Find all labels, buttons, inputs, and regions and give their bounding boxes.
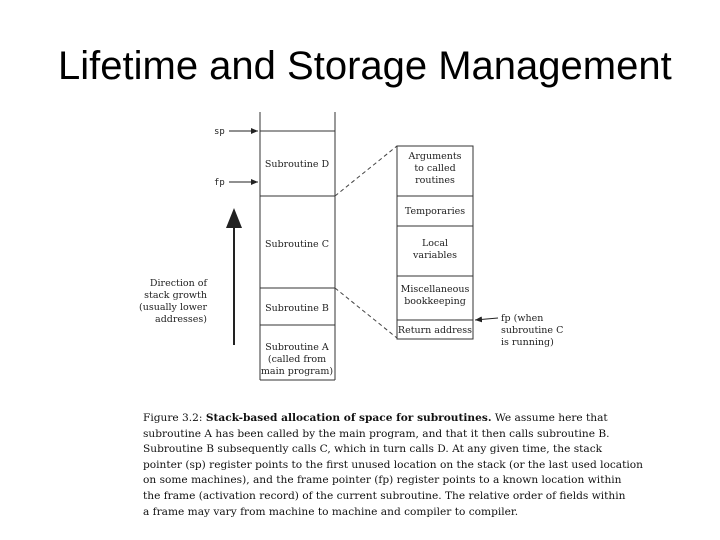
caption-line-2: subroutine A has been called by the main… — [143, 427, 610, 440]
fp-note-1: fp (when — [501, 313, 543, 324]
slide-title: Lifetime and Storage Management — [58, 44, 672, 88]
field-locals-1: Local — [422, 238, 448, 249]
fp-note-2: subroutine C — [501, 325, 563, 336]
activation-record — [396, 145, 474, 340]
frame-label-a-line2: (called from — [268, 354, 326, 365]
growth-label-4: addresses) — [155, 314, 207, 325]
field-return-address: Return address — [398, 325, 472, 336]
field-arguments-3: routines — [415, 175, 455, 186]
frame-connector-bottom — [334, 287, 398, 339]
field-arguments-2: to called — [414, 163, 455, 174]
frame-label-d: Subroutine D — [265, 159, 330, 170]
caption-line-4: pointer (sp) register points to the firs… — [143, 458, 643, 471]
sp-label: sp — [214, 127, 225, 137]
frame-label-c: Subroutine C — [265, 239, 329, 250]
growth-label-3: (usually lower — [139, 302, 207, 313]
fp-note-3: is running) — [501, 337, 554, 348]
fp-note-arrow — [474, 316, 499, 323]
frame-connector-top — [334, 145, 398, 197]
caption-bold-title: Stack-based allocation of space for subr… — [205, 412, 492, 424]
growth-label-1: Direction of — [150, 278, 209, 289]
caption-line-5: on some machines), and the frame pointer… — [143, 474, 622, 487]
stack-column — [259, 112, 336, 381]
caption-line-1: Figure 3.2: Stack-based allocation of sp… — [143, 411, 665, 427]
fp-label: fp — [214, 178, 225, 188]
field-temporaries: Temporaries — [405, 206, 465, 217]
caption-figure-label: Figure 3.2: — [143, 412, 203, 424]
caption-text-0: We assume here that — [494, 412, 608, 424]
caption-line-3: Subroutine B subsequently calls C, which… — [143, 443, 603, 456]
growth-label-2: stack growth — [144, 290, 207, 301]
frame-label-b: Subroutine B — [265, 303, 329, 314]
field-misc-2: bookkeeping — [404, 296, 466, 307]
frame-label-a-line3: main program) — [261, 366, 333, 377]
field-misc-1: Miscellaneous — [401, 284, 470, 295]
caption-line-7: a frame may vary from machine to machine… — [143, 505, 519, 518]
figure-caption: Figure 3.2: Stack-based allocation of sp… — [143, 411, 665, 520]
caption-line-6: the frame (activation record) of the cur… — [143, 489, 626, 502]
frame-label-a: Subroutine A — [265, 342, 329, 353]
field-arguments-1: Arguments — [407, 151, 461, 162]
field-locals-2: variables — [412, 250, 457, 261]
